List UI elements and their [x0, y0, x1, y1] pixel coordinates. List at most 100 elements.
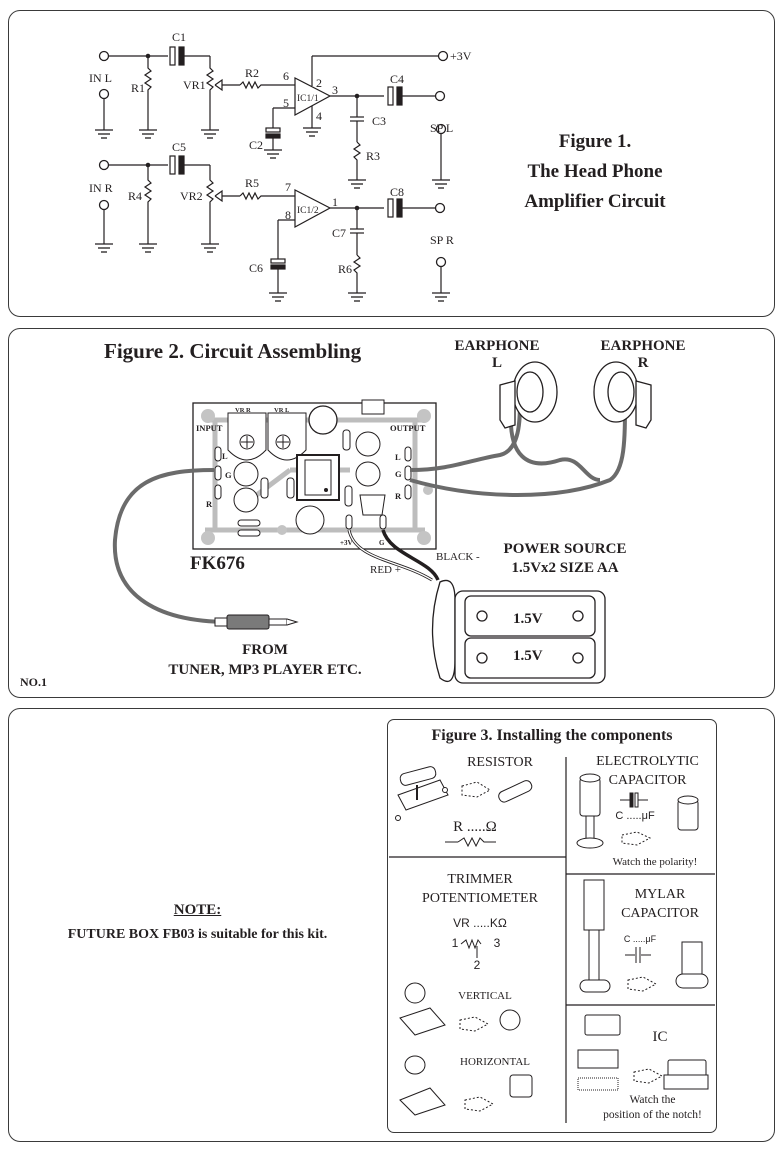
stereo-plug — [214, 614, 299, 630]
label-in-r: IN R — [89, 181, 113, 195]
electrolytic-label-line2: CAPACITOR — [608, 773, 687, 788]
pin-8: 8 — [285, 208, 291, 222]
label-sp-r: SP R — [430, 233, 454, 247]
source-label: FROM TUNER, MP3 PLAYER ETC. — [150, 640, 380, 680]
earphone-right-title: EARPHONE — [600, 338, 686, 354]
power-source-line1: POWER SOURCE — [503, 541, 627, 557]
input-cable — [112, 468, 231, 624]
electrolytic-value: C .....μF — [615, 810, 655, 822]
trimmer-pin2: 2 — [473, 958, 481, 972]
pin-3: 3 — [332, 83, 338, 97]
resistor-illustration — [395, 766, 533, 848]
figure1-title-line2: The Head Phone — [527, 161, 663, 182]
ic-label: IC — [652, 1029, 668, 1045]
pcb-label-in-g: G — [225, 470, 232, 480]
note-body: FUTURE BOX FB03 is suitable for this kit… — [67, 927, 328, 942]
pcb-label-in-r: R — [206, 499, 213, 509]
battery-holder — [431, 579, 606, 684]
earphone-right-side: R — [637, 355, 649, 371]
figure1-title-line1: Figure 1. — [558, 131, 632, 152]
source-line2: TUNER, MP3 PLAYER ETC. — [168, 662, 362, 678]
pcb-label-vr-r: VR R — [235, 407, 251, 414]
pcb-label-in-l: L — [222, 451, 228, 461]
panel-schematic — [8, 10, 775, 317]
mylar-label: MYLAR CAPACITOR — [605, 885, 715, 923]
figure3-title: Figure 3. Installing the components — [431, 727, 673, 744]
label-r1: R1 — [131, 81, 145, 95]
label-vr1: VR1 — [183, 78, 206, 92]
ic-warning-line1: Watch the — [629, 1094, 676, 1106]
figure3-box: Figure 3. Installing the components — [387, 719, 717, 1133]
wire-label-black: BLACK - — [436, 551, 480, 563]
pcb-label-out-g: G — [395, 469, 402, 479]
mylar-label-line2: CAPACITOR — [621, 906, 699, 921]
pcb-board: INPUT L G R OUTPUT L G R VR R VR L +3V G — [192, 399, 437, 550]
label-ic1-2: IC1/2 — [297, 206, 319, 216]
trimmer-illustration — [399, 938, 533, 1116]
mylar-value: C .....μF — [623, 934, 657, 944]
trimmer-label-line1: TRIMMER — [447, 872, 513, 887]
battery-label-1: 1.5V — [513, 611, 543, 627]
electrolytic-warning: Watch the polarity! — [612, 856, 698, 868]
electrolytic-label-line1: ELECTROLYTIC — [596, 754, 699, 769]
trimmer-value: VR .....KΩ — [453, 916, 507, 930]
trimmer-vertical-label: VERTICAL — [458, 990, 512, 1002]
label-c3: C3 — [372, 114, 386, 128]
earphone-cable — [409, 399, 627, 497]
trimmer-label-line2: POTENTIOMETER — [422, 891, 538, 906]
note-title: NOTE: — [173, 902, 222, 918]
earphone-right-label: EARPHONE R — [593, 338, 693, 372]
pcb-label-out-l: L — [395, 452, 401, 462]
wire-label-red: RED + — [370, 564, 401, 576]
trimmer-label: TRIMMER POTENTIOMETER — [400, 870, 560, 908]
page-number: NO.1 — [20, 675, 47, 689]
label-c5: C5 — [172, 140, 186, 154]
black-wire — [381, 529, 440, 581]
label-in-l: IN L — [89, 71, 112, 85]
figure2-title: Figure 2. Circuit Assembling — [104, 339, 362, 363]
pcb-label-vr-l: VR L — [274, 407, 290, 414]
earphone-left-label: EARPHONE L — [447, 338, 547, 372]
label-c6: C6 — [249, 261, 263, 275]
trimmer-pin1: 1 — [451, 936, 459, 950]
resistor-value: R .....Ω — [453, 819, 497, 835]
ic-illustration — [577, 1014, 709, 1091]
electrolytic-illustration — [576, 773, 699, 849]
trimmer-horizontal-label: HORIZONTAL — [460, 1056, 530, 1068]
figure1-title-line3: Amplifier Circuit — [524, 191, 666, 212]
label-ic1-1: IC1/1 — [297, 94, 319, 104]
battery-label-2: 1.5V — [513, 648, 543, 664]
note-block: NOTE: FUTURE BOX FB03 is suitable for th… — [20, 902, 375, 943]
mylar-label-line1: MYLAR — [634, 887, 686, 902]
label-c2: C2 — [249, 138, 263, 152]
label-c1: C1 — [172, 30, 186, 44]
pin-4: 4 — [316, 109, 322, 123]
board-name: FK676 — [190, 553, 245, 574]
label-r6: R6 — [338, 262, 352, 276]
electrolytic-label: ELECTROLYTIC CAPACITOR — [580, 752, 715, 790]
pin-2: 2 — [316, 76, 322, 90]
pcb-label-plus3v: +3V — [340, 539, 353, 547]
figure1-title: Figure 1. The Head Phone Amplifier Circu… — [490, 127, 700, 217]
label-c7: C7 — [332, 226, 346, 240]
label-vr2: VR2 — [180, 189, 203, 203]
earphone-left — [499, 361, 558, 429]
earphone-left-title: EARPHONE — [454, 338, 540, 354]
label-r3: R3 — [366, 149, 380, 163]
ic-warning: Watch the position of the notch! — [590, 1093, 715, 1123]
label-supply: +3V — [450, 49, 472, 63]
label-r2: R2 — [245, 66, 259, 80]
pin-5: 5 — [283, 96, 289, 110]
label-sp-l: SP L — [430, 121, 453, 135]
pin-6: 6 — [283, 69, 289, 83]
trimmer-pin3: 3 — [493, 936, 501, 950]
mylar-illustration — [579, 879, 709, 993]
pin-7: 7 — [285, 180, 291, 194]
pin-1: 1 — [332, 195, 338, 209]
earphone-right — [593, 361, 652, 429]
pcb-label-gnd: G — [379, 539, 385, 547]
pcb-label-input: INPUT — [196, 423, 223, 433]
